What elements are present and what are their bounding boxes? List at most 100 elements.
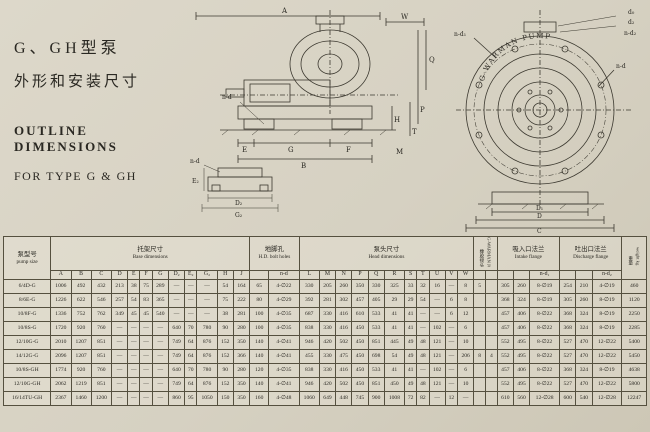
dimension-cell: — [167,306,186,322]
dimension-cell: 83 [139,292,153,308]
dimension-cell: — [139,362,153,378]
dimension-cell [473,306,486,322]
dimension-cell: 450 [351,348,369,364]
dimension-cell [484,306,498,322]
dimension-cell: 8-∅19 [529,278,561,294]
dimension-cell: 38 [216,306,234,322]
dimension-cell: 49 [404,348,418,364]
group-label-cn: 吸入口法兰 [512,246,545,254]
dimension-cell: — [110,320,129,336]
dimension-cell: 552 [496,376,514,392]
dimension-cell: — [139,320,153,336]
dimension-cell: 64 [184,348,198,364]
dimension-cell: 1219 [70,376,92,392]
column-header: R [383,269,406,280]
dimension-cell: 450 [351,376,369,392]
dimension-cell: 445 [383,334,406,350]
dimension-cell: 4-∅35 [268,320,300,336]
dimension-cell: 330 [318,320,337,336]
dimension-cell: 75 [216,292,234,308]
dimension-cell: 745 [351,390,369,406]
dimension-cell: 8 [457,278,475,294]
pump-model-cell: 6/4D-G [2,278,52,294]
dimension-cell [473,390,486,406]
dim-a-label: A [281,7,288,15]
dimension-cell: — [444,320,459,336]
dimension-cell: — [139,348,153,364]
dim-w-label: W [401,13,409,21]
dimension-cell: 1774 [50,362,72,378]
brand-arc-text: G·WARMAN PUMP [478,32,552,82]
group-label-en: H.D. bolt holes [258,254,291,261]
side-view-dimension-lines [195,12,427,163]
dimension-cell: 152 [216,334,234,350]
dimension-cell: 527 [559,348,577,364]
dimension-cell: 457 [351,292,369,308]
dimension-cell: — [127,362,141,378]
dimension-cell: — [416,362,430,378]
dimension-cell: 838 [298,320,320,336]
dimension-cell: 851 [90,376,112,392]
dimension-cell: 12-∅22 [591,348,623,364]
dimension-cell: 41 [383,320,406,336]
dimension-cell: — [444,348,459,364]
dimension-cell: 450 [383,376,406,392]
group-label-cn: 地脚孔 [264,246,284,254]
dim-nd1-label: n-d₁ [454,31,466,38]
dimension-cell: 450 [351,320,369,336]
dimension-cell: 100 [249,320,270,336]
dimension-cell [484,292,498,308]
dim-h-label: H [394,116,400,124]
dim-d0-label: d₀ [628,9,635,16]
dimension-cell [484,376,498,392]
dimension-cell: 540 [151,306,169,322]
dimension-cell: 1207 [70,348,92,364]
dimension-cell: 4-∅41 [268,376,300,392]
dimension-cell: 460 [621,278,647,294]
dimension-cell: 780 [196,362,218,378]
dimension-cell: 749 [167,376,186,392]
dimension-cell: 448 [335,390,353,406]
pump-model-cell: 10/8S-GH [2,362,52,378]
column-header: B [70,269,92,280]
dimension-cell: — [110,376,129,392]
dimension-cell: 49 [404,376,418,392]
column-header [575,269,593,280]
column-header: S [404,269,418,280]
dimension-cell: 29 [383,292,406,308]
dimension-cell: 4-∅29 [268,292,300,308]
dimension-cell: 41 [404,320,418,336]
dimension-cell [484,320,498,336]
dimension-cell: 41 [404,362,418,378]
dimension-cell: 610 [351,306,369,322]
group-label-cn: 吐出口法兰 [574,246,607,254]
dimension-cell: 54 [127,292,141,308]
column-header [496,269,514,280]
dimension-cell: 8-∅19 [591,320,623,336]
dimension-cell: 64 [184,376,198,392]
dimension-cell: 205 [318,278,337,294]
dimension-cell: 1226 [50,292,72,308]
dimension-cell: 8-∅19 [591,362,623,378]
dimension-cell: 41 [383,306,406,322]
column-header: D₂ [167,269,186,280]
dimension-cell: 8-∅19 [591,292,623,308]
dimension-cell: 16 [428,278,446,294]
dimension-cell: 45 [139,306,153,322]
dimension-cell: 876 [196,376,218,392]
dimension-cell: 64 [184,334,198,350]
group-label-cn: 橡胶接头 [479,248,485,267]
column-header [512,269,531,280]
dimension-cell: 368 [559,320,577,336]
dimension-cell: 305 [559,292,577,308]
dimension-cell: 82 [416,390,430,406]
dimension-cell: 70 [184,362,198,378]
dimension-cell: 495 [512,376,531,392]
column-header: G₂ [196,269,218,280]
pump-model-cell: 12/10G-GH [2,376,52,392]
